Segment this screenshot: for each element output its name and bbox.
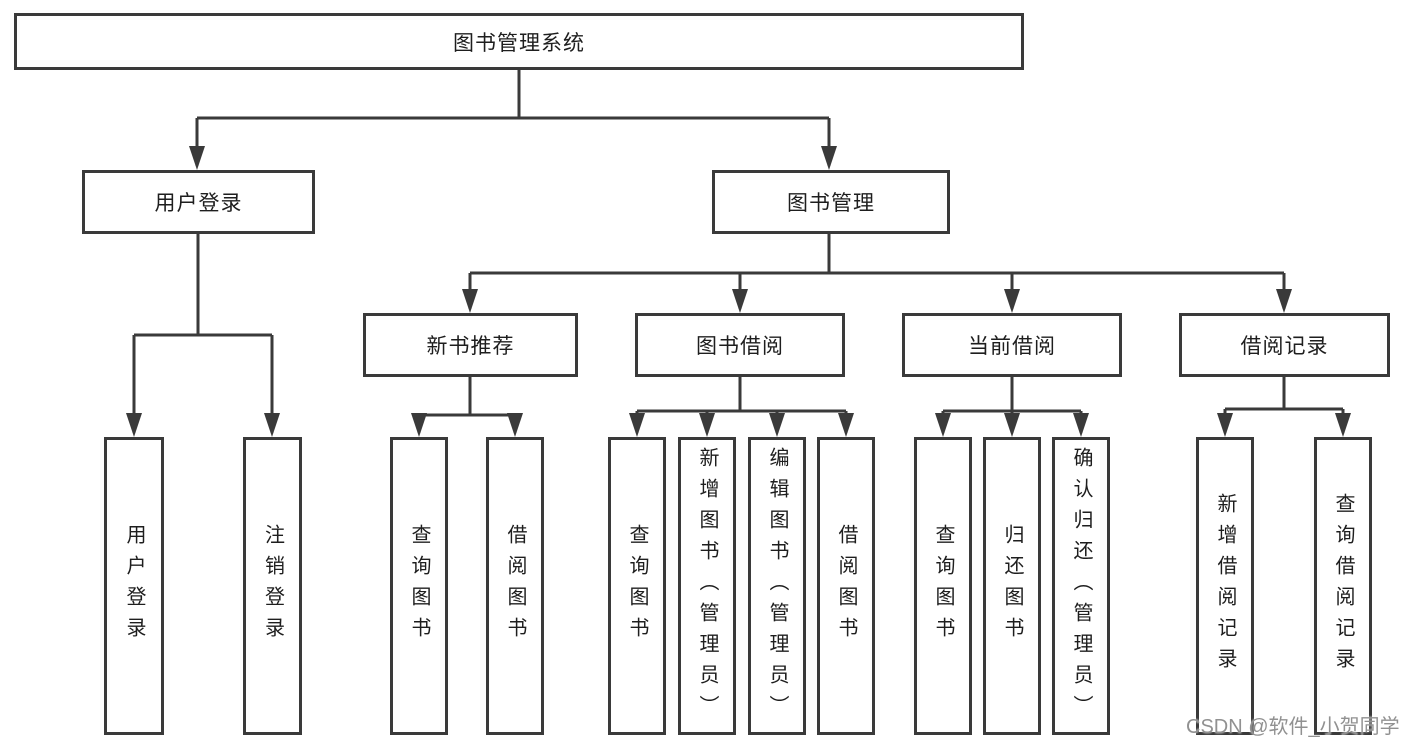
node-current-borrow: 当前借阅 — [902, 313, 1122, 377]
node-user-login: 用户登录 — [82, 170, 315, 234]
node-label: 归还图书 — [1001, 524, 1023, 648]
node-label: 新书推荐 — [426, 335, 515, 358]
node-label: 借阅图书 — [835, 524, 857, 648]
node-label: 新增图书（管理员） — [696, 446, 718, 726]
leaf-add-books-admin: 新增图书（管理员） — [678, 437, 736, 735]
node-label: 用户登录 — [154, 192, 243, 215]
node-label: 查询图书 — [932, 524, 954, 648]
leaf-logout: 注销登录 — [243, 437, 302, 735]
leaf-query-books-current: 查询图书 — [914, 437, 972, 735]
node-label: 用户登录 — [123, 524, 145, 648]
node-label: 图书管理系统 — [453, 31, 585, 55]
node-label: 当前借阅 — [968, 335, 1056, 358]
leaf-query-books-borrow: 查询图书 — [608, 437, 666, 735]
leaf-confirm-return-admin: 确认归还（管理员） — [1052, 437, 1110, 735]
node-label: 注销登录 — [261, 524, 284, 648]
node-label: 编辑图书（管理员） — [766, 446, 788, 726]
leaf-query-borrow-record: 查询借阅记录 — [1314, 437, 1372, 735]
node-library-management-system: 图书管理系统 — [14, 13, 1024, 70]
leaf-user-login: 用户登录 — [104, 437, 164, 735]
node-label: 新增借阅记录 — [1214, 493, 1236, 679]
node-label: 图书管理 — [787, 192, 875, 215]
node-label: 确认归还（管理员） — [1070, 446, 1092, 726]
node-new-book-recommend: 新书推荐 — [363, 313, 578, 377]
leaf-edit-books-admin: 编辑图书（管理员） — [748, 437, 806, 735]
leaf-borrow-books-recommend: 借阅图书 — [486, 437, 544, 735]
node-label: 借阅记录 — [1240, 335, 1329, 358]
node-borrow-records: 借阅记录 — [1179, 313, 1390, 377]
node-label: 查询图书 — [626, 524, 648, 648]
node-label: 查询借阅记录 — [1332, 493, 1354, 679]
csdn-watermark: CSDN @软件_小贺同学 — [1186, 716, 1400, 738]
node-book-borrow: 图书借阅 — [635, 313, 845, 377]
leaf-query-books-recommend: 查询图书 — [390, 437, 448, 735]
node-label: 图书借阅 — [696, 335, 784, 358]
leaf-borrow-books: 借阅图书 — [817, 437, 875, 735]
node-book-management: 图书管理 — [712, 170, 950, 234]
leaf-return-books: 归还图书 — [983, 437, 1041, 735]
node-label: 借阅图书 — [504, 524, 526, 648]
node-label: 查询图书 — [408, 524, 430, 648]
leaf-add-borrow-record: 新增借阅记录 — [1196, 437, 1254, 735]
